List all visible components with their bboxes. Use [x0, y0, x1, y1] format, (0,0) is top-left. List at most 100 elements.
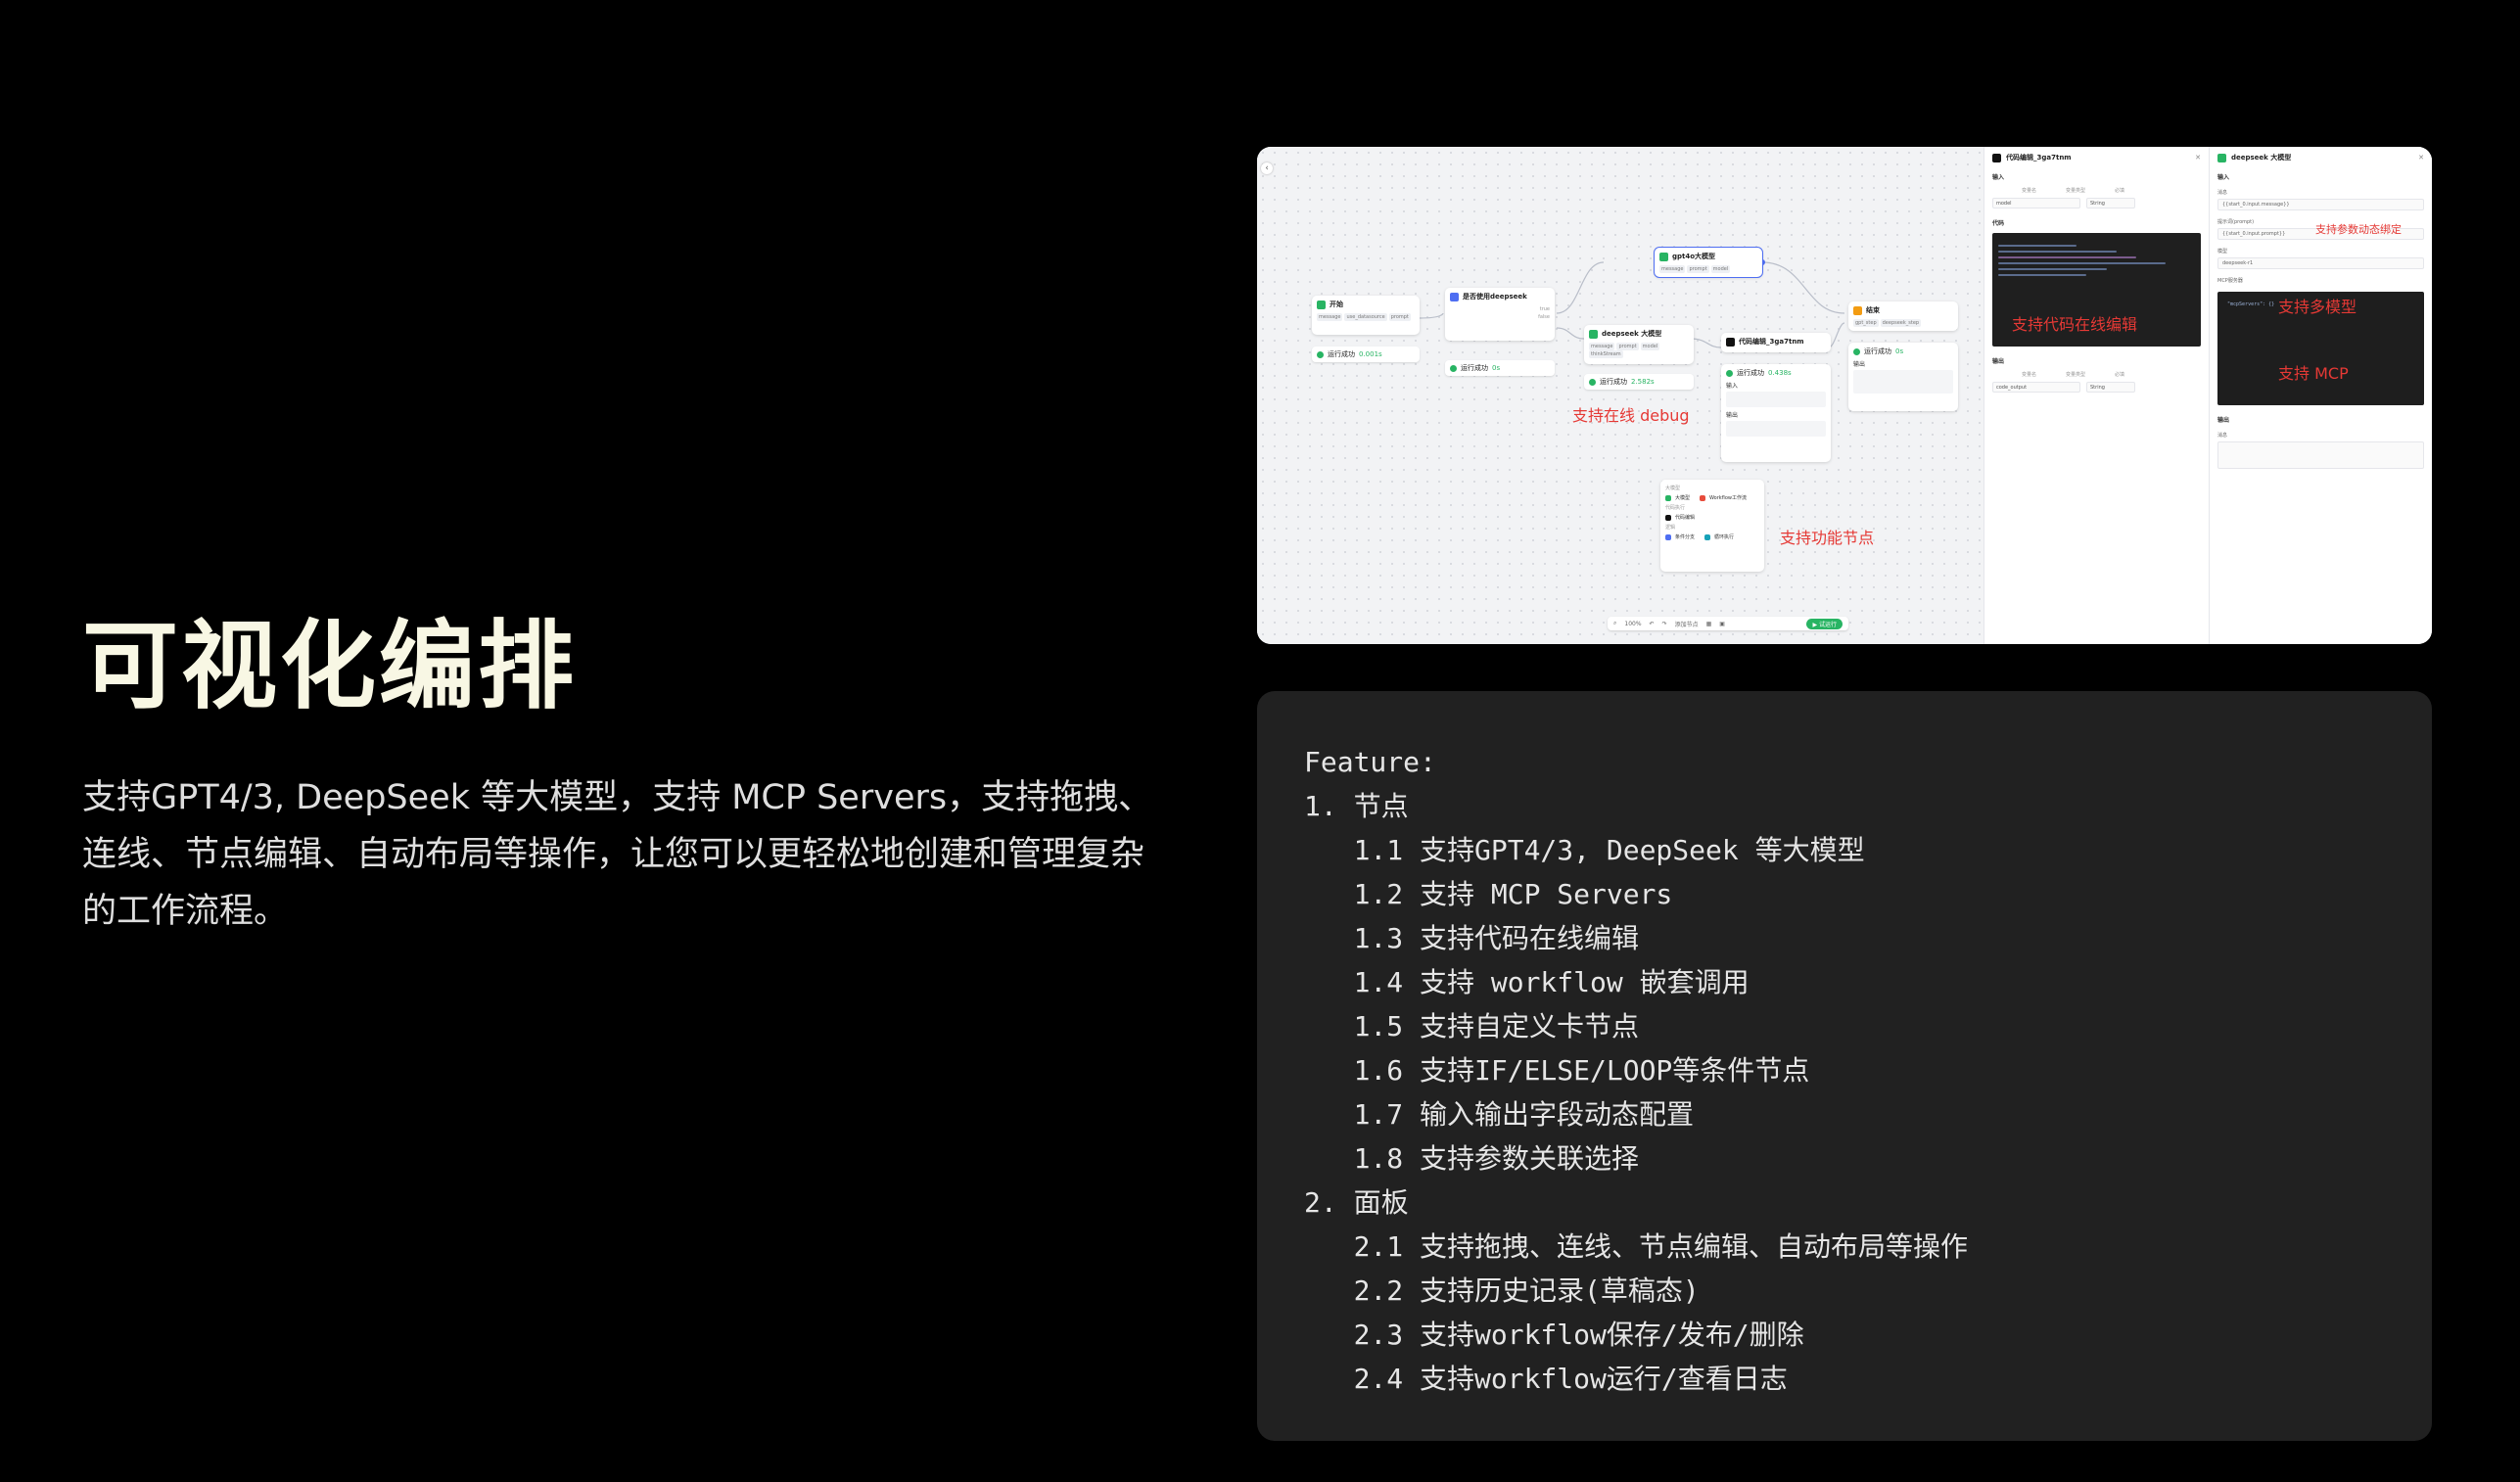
- input-type-select[interactable]: String: [2086, 198, 2135, 208]
- condition-branch-true: true: [1539, 306, 1550, 312]
- column-header: 必填: [2115, 372, 2125, 378]
- feature-list-card: Feature: 1. 节点 1.1 支持GPT4/3, DeepSeek 等大…: [1257, 691, 2432, 1441]
- start-tag: prompt: [1388, 313, 1411, 321]
- run-status-label: 运行成功: [1600, 378, 1627, 386]
- start-node-title: 开始: [1330, 301, 1343, 308]
- model-icon: [1659, 252, 1668, 261]
- input-var-field[interactable]: model: [1992, 198, 2080, 208]
- code-panel-input-section[interactable]: 输入: [1992, 174, 2005, 181]
- play-icon: ▶: [1812, 621, 1819, 628]
- message-input[interactable]: {{start_0.input.message}}: [2217, 199, 2424, 210]
- code-output-box: [1726, 421, 1826, 437]
- annotation-mcp: 支持 MCP: [2278, 364, 2349, 383]
- loop-icon: [1704, 534, 1711, 540]
- end-output-box: [1853, 370, 1953, 394]
- column-header: 必填: [2115, 188, 2125, 194]
- mcp-label: MCP服务器: [2217, 278, 2243, 284]
- code-icon: [1992, 153, 2001, 162]
- palette-item-workflow[interactable]: Workflow工作流: [1709, 495, 1747, 501]
- palette-item-code[interactable]: 代码编辑: [1675, 515, 1696, 521]
- feature-line: 1.1 支持GPT4/3, DeepSeek 等大模型: [1304, 834, 1865, 866]
- mcp-code: "mcpServers": {}: [2227, 301, 2275, 307]
- annotation-debug: 支持在线 debug: [1572, 406, 1690, 425]
- output-message-box: [2217, 441, 2424, 469]
- feature-line: 1.6 支持IF/ELSE/LOOP等条件节点: [1304, 1054, 1810, 1087]
- column-header: 变量类型: [2066, 372, 2086, 378]
- output-var-field[interactable]: code_output: [1992, 382, 2080, 393]
- palette-item-condition[interactable]: 条件分支: [1675, 534, 1696, 540]
- end-node-title: 结束: [1866, 306, 1880, 314]
- model-panel-output-section[interactable]: 输出: [2217, 417, 2230, 424]
- model-icon: [1589, 329, 1598, 339]
- feature-line: 1.7 输入输出字段动态配置: [1304, 1098, 1695, 1131]
- gpt-tag: model: [1710, 265, 1731, 273]
- end-tag: deepseek_step: [1880, 319, 1922, 327]
- run-time: 0s: [1895, 347, 1904, 355]
- output-type-select[interactable]: String: [2086, 382, 2135, 393]
- success-icon: [1726, 369, 1733, 377]
- code-output-label: 输出: [1726, 412, 1739, 419]
- feature-line: 2.1 支持拖拽、连线、节点编辑、自动布局等操作: [1304, 1230, 1969, 1263]
- feature-line: 2. 面板: [1304, 1186, 1409, 1219]
- deepseek-tag: prompt: [1616, 343, 1639, 350]
- model-panel-title: deepseek 大模型: [2231, 154, 2292, 162]
- palette-item-loop[interactable]: 循环执行: [1714, 534, 1735, 540]
- run-status-label: 运行成功: [1864, 347, 1891, 355]
- code-panel-code-section[interactable]: 代码: [1992, 220, 2005, 227]
- success-icon: [1853, 347, 1860, 355]
- close-icon[interactable]: ✕: [2195, 154, 2201, 162]
- code-editor[interactable]: 支持代码在线编辑: [1992, 233, 2201, 347]
- model-panel-input-section[interactable]: 输入: [2217, 174, 2230, 181]
- add-node-button[interactable]: 添加节点: [1674, 621, 1699, 628]
- success-icon: [1317, 350, 1324, 358]
- collapse-icon[interactable]: ‹: [1261, 162, 1273, 174]
- model-icon: [2217, 153, 2226, 162]
- zoom-icon[interactable]: ⌕: [1613, 620, 1617, 626]
- column-header: 变量名: [2022, 188, 2037, 194]
- run-status-label: 运行成功: [1737, 369, 1764, 377]
- column-header: 变量类型: [2066, 188, 2086, 194]
- gpt-tag: prompt: [1687, 265, 1709, 273]
- gpt-tag: message: [1659, 265, 1686, 273]
- deepseek-run-status[interactable]: 运行成功 2.582s: [1584, 374, 1694, 390]
- feature-line: 2.3 支持workflow保存/发布/删除: [1304, 1319, 1804, 1351]
- close-icon[interactable]: ✕: [2418, 154, 2424, 162]
- code-node-title: 代码编辑_3ga7tnm: [1739, 338, 1804, 346]
- condition-icon: [1450, 292, 1459, 301]
- condition-node[interactable]: 是否使用deepseek true false: [1445, 288, 1555, 341]
- redo-icon[interactable]: ↷: [1661, 620, 1667, 627]
- palette-item-llm[interactable]: 大模型: [1675, 495, 1691, 501]
- start-tag: use_datasource: [1344, 313, 1387, 321]
- end-icon: [1853, 305, 1862, 315]
- mcp-editor[interactable]: "mcpServers": {} 支持 MCP: [2217, 292, 2424, 405]
- undo-icon[interactable]: ↶: [1649, 620, 1655, 627]
- prompt-input[interactable]: {{start_0.input.prompt}}: [2217, 228, 2424, 240]
- message-label: 消息: [2217, 190, 2228, 196]
- code-panel-output-section[interactable]: 输出: [1992, 358, 2005, 365]
- layout-icon[interactable]: ▦: [1705, 620, 1712, 627]
- test-run-button[interactable]: ▶ 试运行: [1806, 618, 1843, 629]
- zoom-level[interactable]: 100%: [1624, 620, 1642, 627]
- deepseek-tag: message: [1589, 343, 1615, 350]
- node-connections: [1419, 259, 1845, 348]
- save-icon[interactable]: ▣: [1719, 620, 1725, 627]
- code-node[interactable]: 代码编辑_3ga7tnm: [1721, 333, 1831, 352]
- run-status-label: 运行成功: [1461, 364, 1488, 372]
- run-time: 2.582s: [1631, 378, 1655, 386]
- feature-line: 1.4 支持 workflow 嵌套调用: [1304, 966, 1750, 998]
- prompt-label: 提示词(prompt): [2217, 219, 2255, 225]
- feature-line: 1.2 支持 MCP Servers: [1304, 878, 1673, 910]
- model-select[interactable]: deepseek-r1: [2217, 257, 2424, 269]
- annotation-param-bind: 支持参数动态绑定: [2315, 223, 2402, 236]
- feature-line: 1.8 支持参数关联选择: [1304, 1142, 1640, 1175]
